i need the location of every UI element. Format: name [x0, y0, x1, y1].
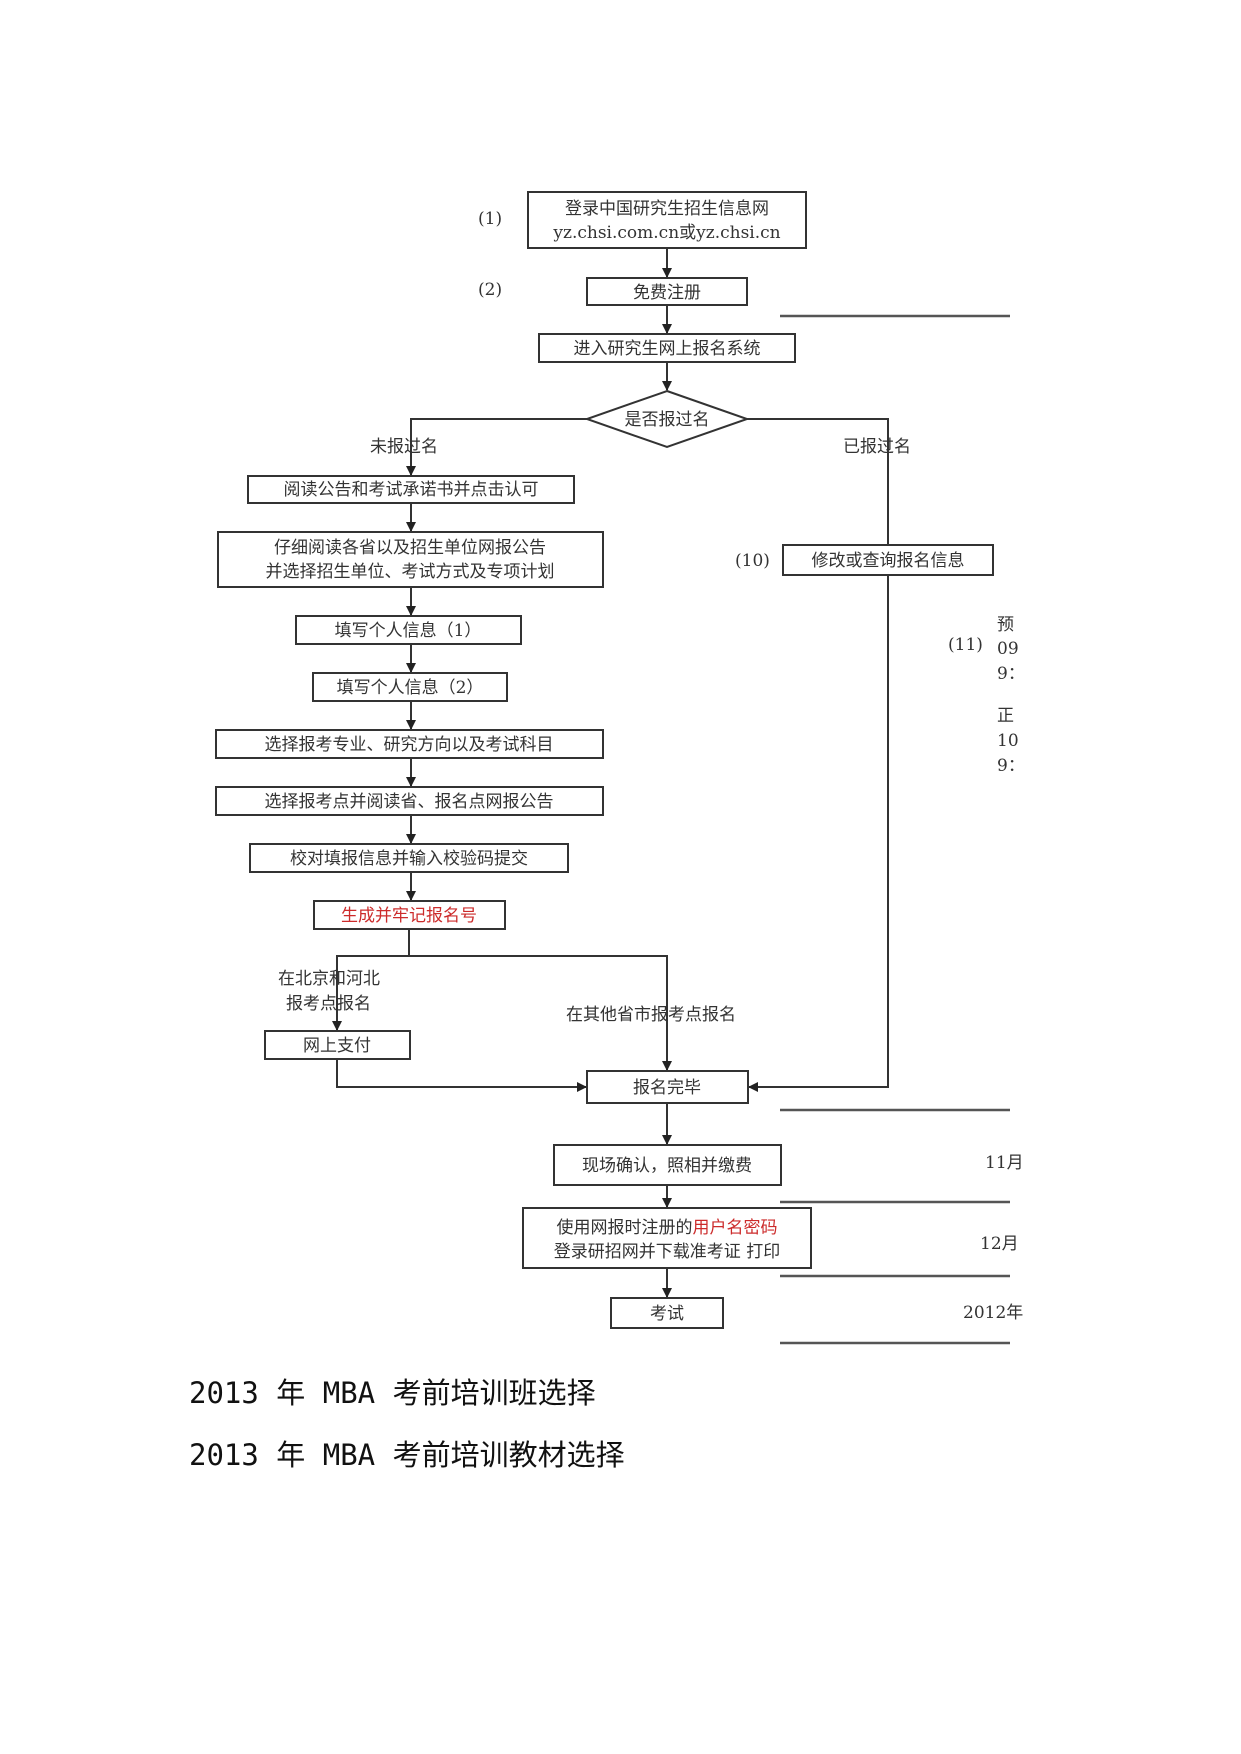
step-number: (2)	[478, 280, 502, 300]
side-note-text: 10	[997, 731, 1019, 751]
flow-box-read-announcement	[247, 475, 575, 504]
flow-box-enter-system	[538, 333, 796, 363]
branch-label: 已报过名	[843, 437, 911, 457]
flow-text: 登录中国研究生招生信息网	[565, 199, 769, 219]
flow-text: 现场确认，照相并缴费	[582, 1156, 752, 1176]
flow-text: 进入研究生网上报名系统	[574, 339, 761, 359]
flow-text: 报名完毕	[633, 1078, 701, 1098]
flow-text: 填写个人信息（2）	[337, 678, 484, 698]
step-number: (11)	[948, 635, 983, 655]
flow-arrow	[406, 418, 587, 476]
flow-text: 校对填报信息并输入校验码提交	[290, 849, 528, 869]
flow-box-read-province	[217, 531, 604, 588]
flow-box-verify-submit	[249, 843, 569, 873]
flow-line	[747, 418, 889, 544]
registration-flowchart: (1) 登录中国研究生招生信息网 yz.chsi.com.cn或yz.chsi.…	[215, 191, 1025, 1345]
flow-box-exam	[610, 1297, 724, 1329]
flow-box-choose-major	[215, 729, 604, 759]
flow-text: 仔细阅读各省以及招生单位网报公告	[274, 538, 546, 558]
flow-text: 考试	[650, 1304, 684, 1324]
flow-box-modify	[782, 544, 994, 576]
flow-text-highlight: 用户名密码	[693, 1218, 778, 1238]
flow-arrow	[336, 1059, 587, 1092]
flow-text: yz.chsi.com.cn或yz.chsi.cn	[552, 223, 780, 243]
flow-text: 使用网报时注册的用户名密码	[557, 1217, 778, 1238]
flow-box-download	[522, 1207, 812, 1269]
flow-text: 阅读公告和考试承诺书并点击认可	[284, 480, 539, 500]
flow-text-part: 使用网报时注册的	[557, 1217, 693, 1238]
flow-box-register	[586, 277, 748, 306]
flow-text: 网上支付	[303, 1036, 371, 1056]
date-text: 2012年	[963, 1303, 1023, 1323]
flow-decision	[583, 389, 751, 449]
flow-text: 选择报考点并阅读省、报名点网报公告	[265, 792, 554, 812]
branch-label: 在其他省市报考点报名	[566, 1005, 736, 1025]
mba-textbook-link[interactable]: 2013 年 MBA 考前培训教材选择	[189, 1438, 625, 1472]
flow-arrow	[332, 929, 410, 1031]
flow-box-choose-site	[215, 786, 604, 816]
date-text: 12月	[980, 1234, 1019, 1254]
flow-text: 修改或查询报名信息	[812, 551, 965, 571]
side-note-text: 正	[997, 706, 1014, 726]
flow-arrow	[748, 575, 889, 1092]
flow-text: 免费注册	[633, 283, 701, 303]
flow-box-login	[527, 191, 807, 249]
date-text: 11月	[985, 1153, 1024, 1173]
flow-text: 是否报过名	[625, 410, 710, 430]
flow-box-online-pay	[264, 1030, 411, 1060]
flow-text-highlight: 生成并牢记报名号	[341, 906, 477, 926]
flow-text: 登录研招网并下载准考证 打印	[554, 1242, 780, 1262]
flow-box-personal-info-1	[295, 615, 522, 645]
step-number: (10)	[735, 551, 770, 571]
step-number: (1)	[478, 209, 502, 229]
mba-course-link[interactable]: 2013 年 MBA 考前培训班选择	[189, 1376, 596, 1410]
flow-arrow	[409, 955, 672, 1071]
flow-text: 选择报考专业、研究方向以及考试科目	[265, 735, 554, 755]
side-note-text: 09	[997, 639, 1019, 659]
branch-label: 未报过名	[370, 437, 438, 457]
side-note-text: 9：	[997, 756, 1025, 776]
flow-box-registration-done	[586, 1070, 749, 1104]
flow-box-generate-number	[313, 900, 506, 930]
branch-label: 在北京和河北	[278, 969, 380, 989]
flow-text: 并选择招生单位、考试方式及专项计划	[266, 562, 555, 582]
branch-label: 报考点报名	[286, 994, 371, 1014]
side-note-text: 预	[997, 615, 1014, 635]
side-note-text: 9：	[997, 664, 1025, 684]
flow-text: 填写个人信息（1）	[335, 621, 482, 641]
